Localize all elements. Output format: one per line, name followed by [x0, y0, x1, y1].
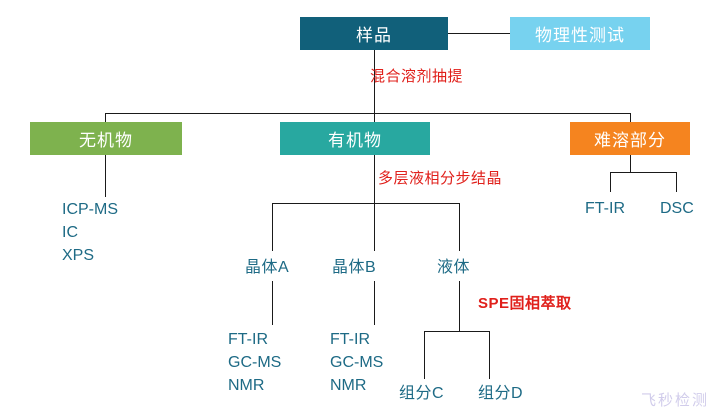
connector-drop-organic	[374, 113, 375, 123]
connector-sample-trunk	[374, 50, 375, 113]
node-physical-test-label: 物理性测试	[535, 26, 625, 45]
connector-insoluble-trunk	[630, 155, 631, 172]
node-component-c[interactable]: 组分C	[399, 385, 445, 402]
annotation-crystallization: 多层液相分步结晶	[378, 170, 503, 187]
connector-insoluble-bus	[610, 172, 676, 173]
connector-crystal-b-to-methods	[374, 281, 375, 325]
connector-drop-inorganic	[105, 113, 106, 123]
connector-insoluble-to-ftir	[610, 172, 611, 192]
connector-sample-to-physical	[448, 33, 510, 34]
connector-drop-crystal-b	[374, 203, 375, 251]
method-list-crystal-a: FT-IR GC-MS NMR	[228, 328, 281, 398]
method-inorganic-1: IC	[62, 224, 78, 242]
connector-crystal-a-to-methods	[272, 281, 273, 325]
node-crystal-b[interactable]: 晶体B	[332, 259, 377, 276]
node-crystal-a[interactable]: 晶体A	[245, 259, 290, 276]
method-list-crystal-b: FT-IR GC-MS NMR	[330, 328, 383, 398]
connector-drop-insoluble	[630, 113, 631, 123]
annotation-extraction: 混合溶剂抽提	[370, 68, 464, 85]
node-organic-label: 有机物	[328, 131, 382, 150]
method-crystal-b-0: FT-IR	[330, 331, 370, 348]
method-crystal-b-2: NMR	[330, 377, 367, 395]
connector-level2-bus	[105, 113, 630, 114]
node-insoluble-label: 难溶部分	[594, 131, 666, 150]
node-liquid[interactable]: 液体	[437, 259, 471, 276]
connector-drop-crystal-a	[272, 203, 273, 251]
annotation-spe: SPE固相萃取	[478, 295, 572, 312]
node-inorganic-label: 无机物	[79, 131, 133, 150]
node-insoluble[interactable]: 难溶部分	[570, 122, 690, 155]
connector-organic-bus	[272, 203, 459, 204]
method-inorganic-2: XPS	[62, 247, 95, 265]
connector-insoluble-to-dsc	[676, 172, 677, 192]
method-insoluble-ftir: FT-IR	[585, 200, 625, 217]
connector-liquid-trunk	[459, 281, 460, 331]
method-crystal-a-1: GC-MS	[228, 354, 282, 372]
method-inorganic-0: ICP-MS	[62, 201, 118, 218]
method-crystal-a-2: NMR	[228, 377, 265, 395]
connector-inorganic-to-methods	[105, 155, 106, 197]
connector-spe-bus	[424, 331, 489, 332]
node-inorganic[interactable]: 无机物	[30, 122, 182, 155]
watermark: 飞秒检测	[641, 392, 710, 409]
node-physical-test[interactable]: 物理性测试	[510, 17, 650, 50]
node-component-d[interactable]: 组分D	[478, 385, 524, 402]
node-sample-label: 样品	[356, 26, 392, 45]
method-insoluble-dsc: DSC	[660, 200, 694, 217]
method-crystal-a-0: FT-IR	[228, 331, 268, 348]
node-sample[interactable]: 样品	[300, 17, 448, 50]
connector-drop-component-c	[424, 331, 425, 379]
connector-drop-component-d	[489, 331, 490, 379]
connector-organic-trunk	[374, 155, 375, 203]
method-crystal-b-1: GC-MS	[330, 354, 384, 372]
node-organic[interactable]: 有机物	[280, 122, 430, 155]
connector-drop-liquid	[459, 203, 460, 251]
method-list-inorganic: ICP-MS IC XPS	[62, 198, 118, 268]
